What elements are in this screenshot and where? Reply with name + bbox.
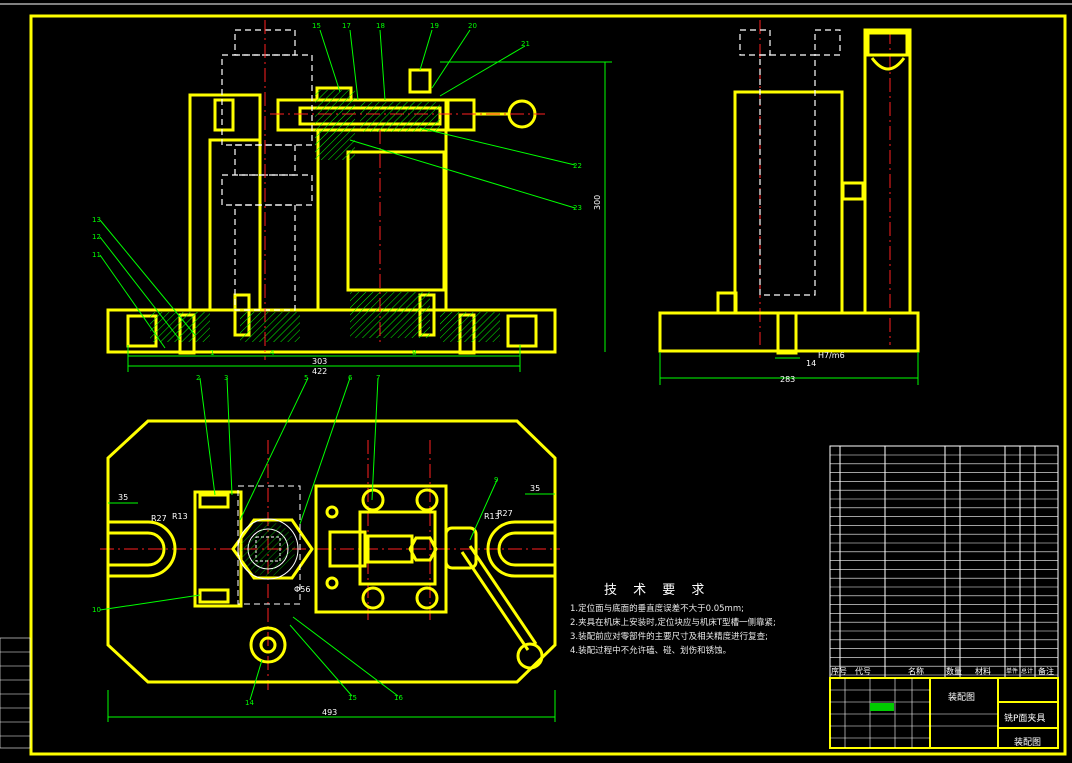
front-part-label: 1 [210, 349, 214, 357]
top-part-label: 16 [394, 694, 403, 702]
front-part-label: 8 [412, 349, 416, 357]
side-view-hidden-lines [739, 29, 841, 296]
tech-note-4: 4.装配过程中不允许磕、碰、划伤和锈蚀。 [570, 646, 732, 656]
front-part-label: 21 [521, 40, 530, 48]
top-view [106, 419, 557, 684]
front-part-label: 23 [573, 204, 582, 212]
front-part-label: 13 [92, 216, 101, 224]
front-part-label: 17 [342, 22, 351, 30]
header-qty: 数量 [946, 667, 962, 676]
dim-inner-width: 303 [312, 357, 327, 366]
title-block [829, 677, 1059, 749]
front-part-label: 18 [376, 22, 385, 30]
front-part-label: 19 [430, 22, 439, 30]
dim-r-right-outer: R27 [497, 509, 513, 518]
part-name: 铣P面夹具 [1004, 714, 1046, 724]
front-part-label: 12 [92, 233, 101, 241]
dim-side-width: 283 [780, 375, 795, 384]
dim-right-offset: 35 [530, 484, 540, 493]
header-material: 材料 [975, 667, 991, 676]
front-part-label: 4 [270, 349, 275, 357]
header-seq: 序号 [831, 667, 847, 676]
side-view [658, 28, 920, 355]
top-part-label: 6 [348, 374, 353, 382]
parts-list-rows [830, 454, 1058, 676]
drawing-name: 装配图 [948, 693, 976, 703]
top-part-label: 7 [376, 374, 380, 382]
dim-left-offset: 35 [118, 493, 128, 502]
dim-length: 493 [322, 708, 337, 717]
header-total: 总计 [1021, 668, 1034, 675]
front-part-label: 22 [573, 162, 582, 170]
header-remark: 备注 [1038, 667, 1054, 676]
top-part-label: 10 [92, 606, 101, 614]
tech-note-1: 1.定位面与底面的垂直度误差不大于0.05mm; [570, 604, 744, 614]
dim-hole: Φ56 [294, 585, 310, 594]
dimension-lines [99, 29, 919, 722]
front-part-label: 11 [92, 251, 101, 259]
dim-r-right-inner: R13 [484, 512, 500, 521]
header-name: 名称 [908, 667, 924, 676]
header-code: 代号 [855, 667, 871, 676]
parts-list [829, 445, 1059, 679]
front-view-sections [150, 90, 500, 342]
top-part-label: 14 [245, 699, 254, 707]
tech-note-2: 2.夹具在机床上安装时,定位块应与机床T型槽一侧靠紧; [570, 618, 776, 628]
top-part-label: 15 [348, 694, 357, 702]
top-view-sections [241, 522, 295, 576]
dim-width: 422 [312, 367, 327, 376]
tech-note-3: 3.装配前应对零部件的主要尺寸及相关精度进行复查; [570, 632, 768, 642]
dim-height: 300 [593, 195, 602, 210]
dim-bore: 14 [806, 359, 816, 368]
top-part-label: 5 [304, 374, 308, 382]
header-single: 单件 [1006, 668, 1019, 675]
title-block-highlight [870, 703, 894, 711]
top-part-label: 2 [196, 374, 200, 382]
dim-fit: H7/m6 [818, 351, 845, 360]
dim-r-left-outer: R27 [151, 514, 167, 523]
front-part-label: 20 [468, 22, 477, 30]
top-part-label: 3 [224, 374, 228, 382]
dim-r-left-inner: R13 [172, 512, 188, 521]
drawing-frame [29, 14, 1067, 756]
front-view-hidden-lines [221, 29, 313, 311]
front-part-label: 15 [312, 22, 321, 30]
tech-requirements-title: 技 术 要 求 [604, 583, 711, 598]
drawing-type: 装配图 [1014, 738, 1042, 748]
left-revision-strip [0, 637, 31, 749]
title-block-grid [830, 678, 998, 748]
top-part-label: 9 [494, 476, 498, 484]
